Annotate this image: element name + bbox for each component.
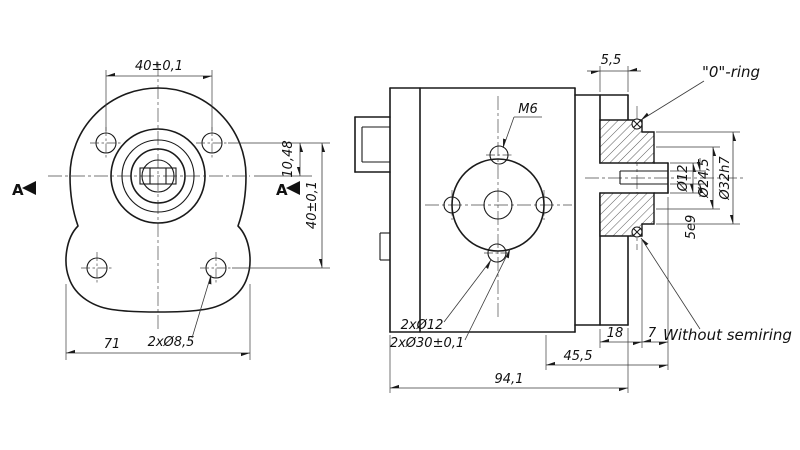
center-bore [483, 190, 513, 220]
side-view-labels: M6 "0"-ring 2xØ12 2xØ30±0,1 Without semi… [390, 63, 792, 351]
dim-shaft-offset: 10,48 [281, 140, 296, 177]
dim-top: 5,5 [601, 53, 622, 68]
section-marker-left: A [12, 181, 36, 199]
side-view-bores [443, 145, 553, 263]
section-label-left: A [12, 181, 24, 199]
label-bolt-holes: 2xØ8,5 [148, 335, 195, 350]
shaft-bore-circle [130, 148, 186, 204]
dim-rear-length: 45,5 [564, 349, 593, 364]
side-view-dimensions: 5,5 Ø12 Ø24,5 Ø32h7 5e9 1 [389, 53, 740, 393]
front-view-centerlines [48, 62, 250, 332]
dim-shaft-diameter: Ø12 [676, 165, 691, 193]
section-label-right: A [276, 181, 288, 199]
port-hole-right [535, 196, 553, 214]
side-view-outline [354, 87, 629, 333]
shaft-boss-circle [110, 128, 206, 224]
thread-label: M6 [518, 102, 538, 117]
dim-tip-length: 7 [648, 326, 657, 341]
ports-label: 2xØ12 [401, 318, 444, 333]
section-marker-right: A [276, 181, 300, 199]
key-slot [139, 167, 177, 185]
dim-overall-length: 94,1 [495, 372, 524, 387]
key-width-label: 5e9 [684, 215, 699, 240]
front-view: 40±0,1 10,48 40±0,1 71 2xØ8,5 A A [12, 59, 330, 360]
note-without-semiring: Without semiring [663, 326, 792, 344]
dim-seal-diameter: Ø24,5 [697, 158, 712, 198]
shaft-section [599, 118, 669, 238]
side-view: M6 "0"-ring 2xØ12 2xØ30±0,1 Without semi… [354, 53, 792, 393]
dim-boss-length: 18 [607, 326, 624, 341]
oring-label: "0"-ring [702, 63, 760, 81]
bores-label: 2xØ30±0,1 [390, 336, 464, 351]
front-view-dimensions: 40±0,1 10,48 40±0,1 71 2xØ8,5 [65, 59, 330, 360]
section-arrow-right-icon [286, 181, 300, 195]
dim-pilot-diameter: Ø32h7 [718, 156, 733, 201]
pilot-circle [451, 158, 545, 252]
front-view-bolt-holes [81, 127, 232, 284]
front-view-outline [65, 87, 251, 313]
side-view-centerlines [425, 96, 745, 318]
section-hatch-bottom [599, 192, 655, 237]
section-arrow-left-icon [22, 181, 36, 195]
dim-bolt-spacing-top: 40±0,1 [135, 59, 183, 74]
hole-bottom [487, 243, 507, 263]
thread-hole-top [489, 145, 509, 165]
port-hole-left [443, 196, 461, 214]
section-hatch-top [599, 119, 655, 164]
dim-flange-width: 71 [104, 337, 121, 352]
dim-bolt-spacing-side: 40±0,1 [305, 181, 320, 229]
